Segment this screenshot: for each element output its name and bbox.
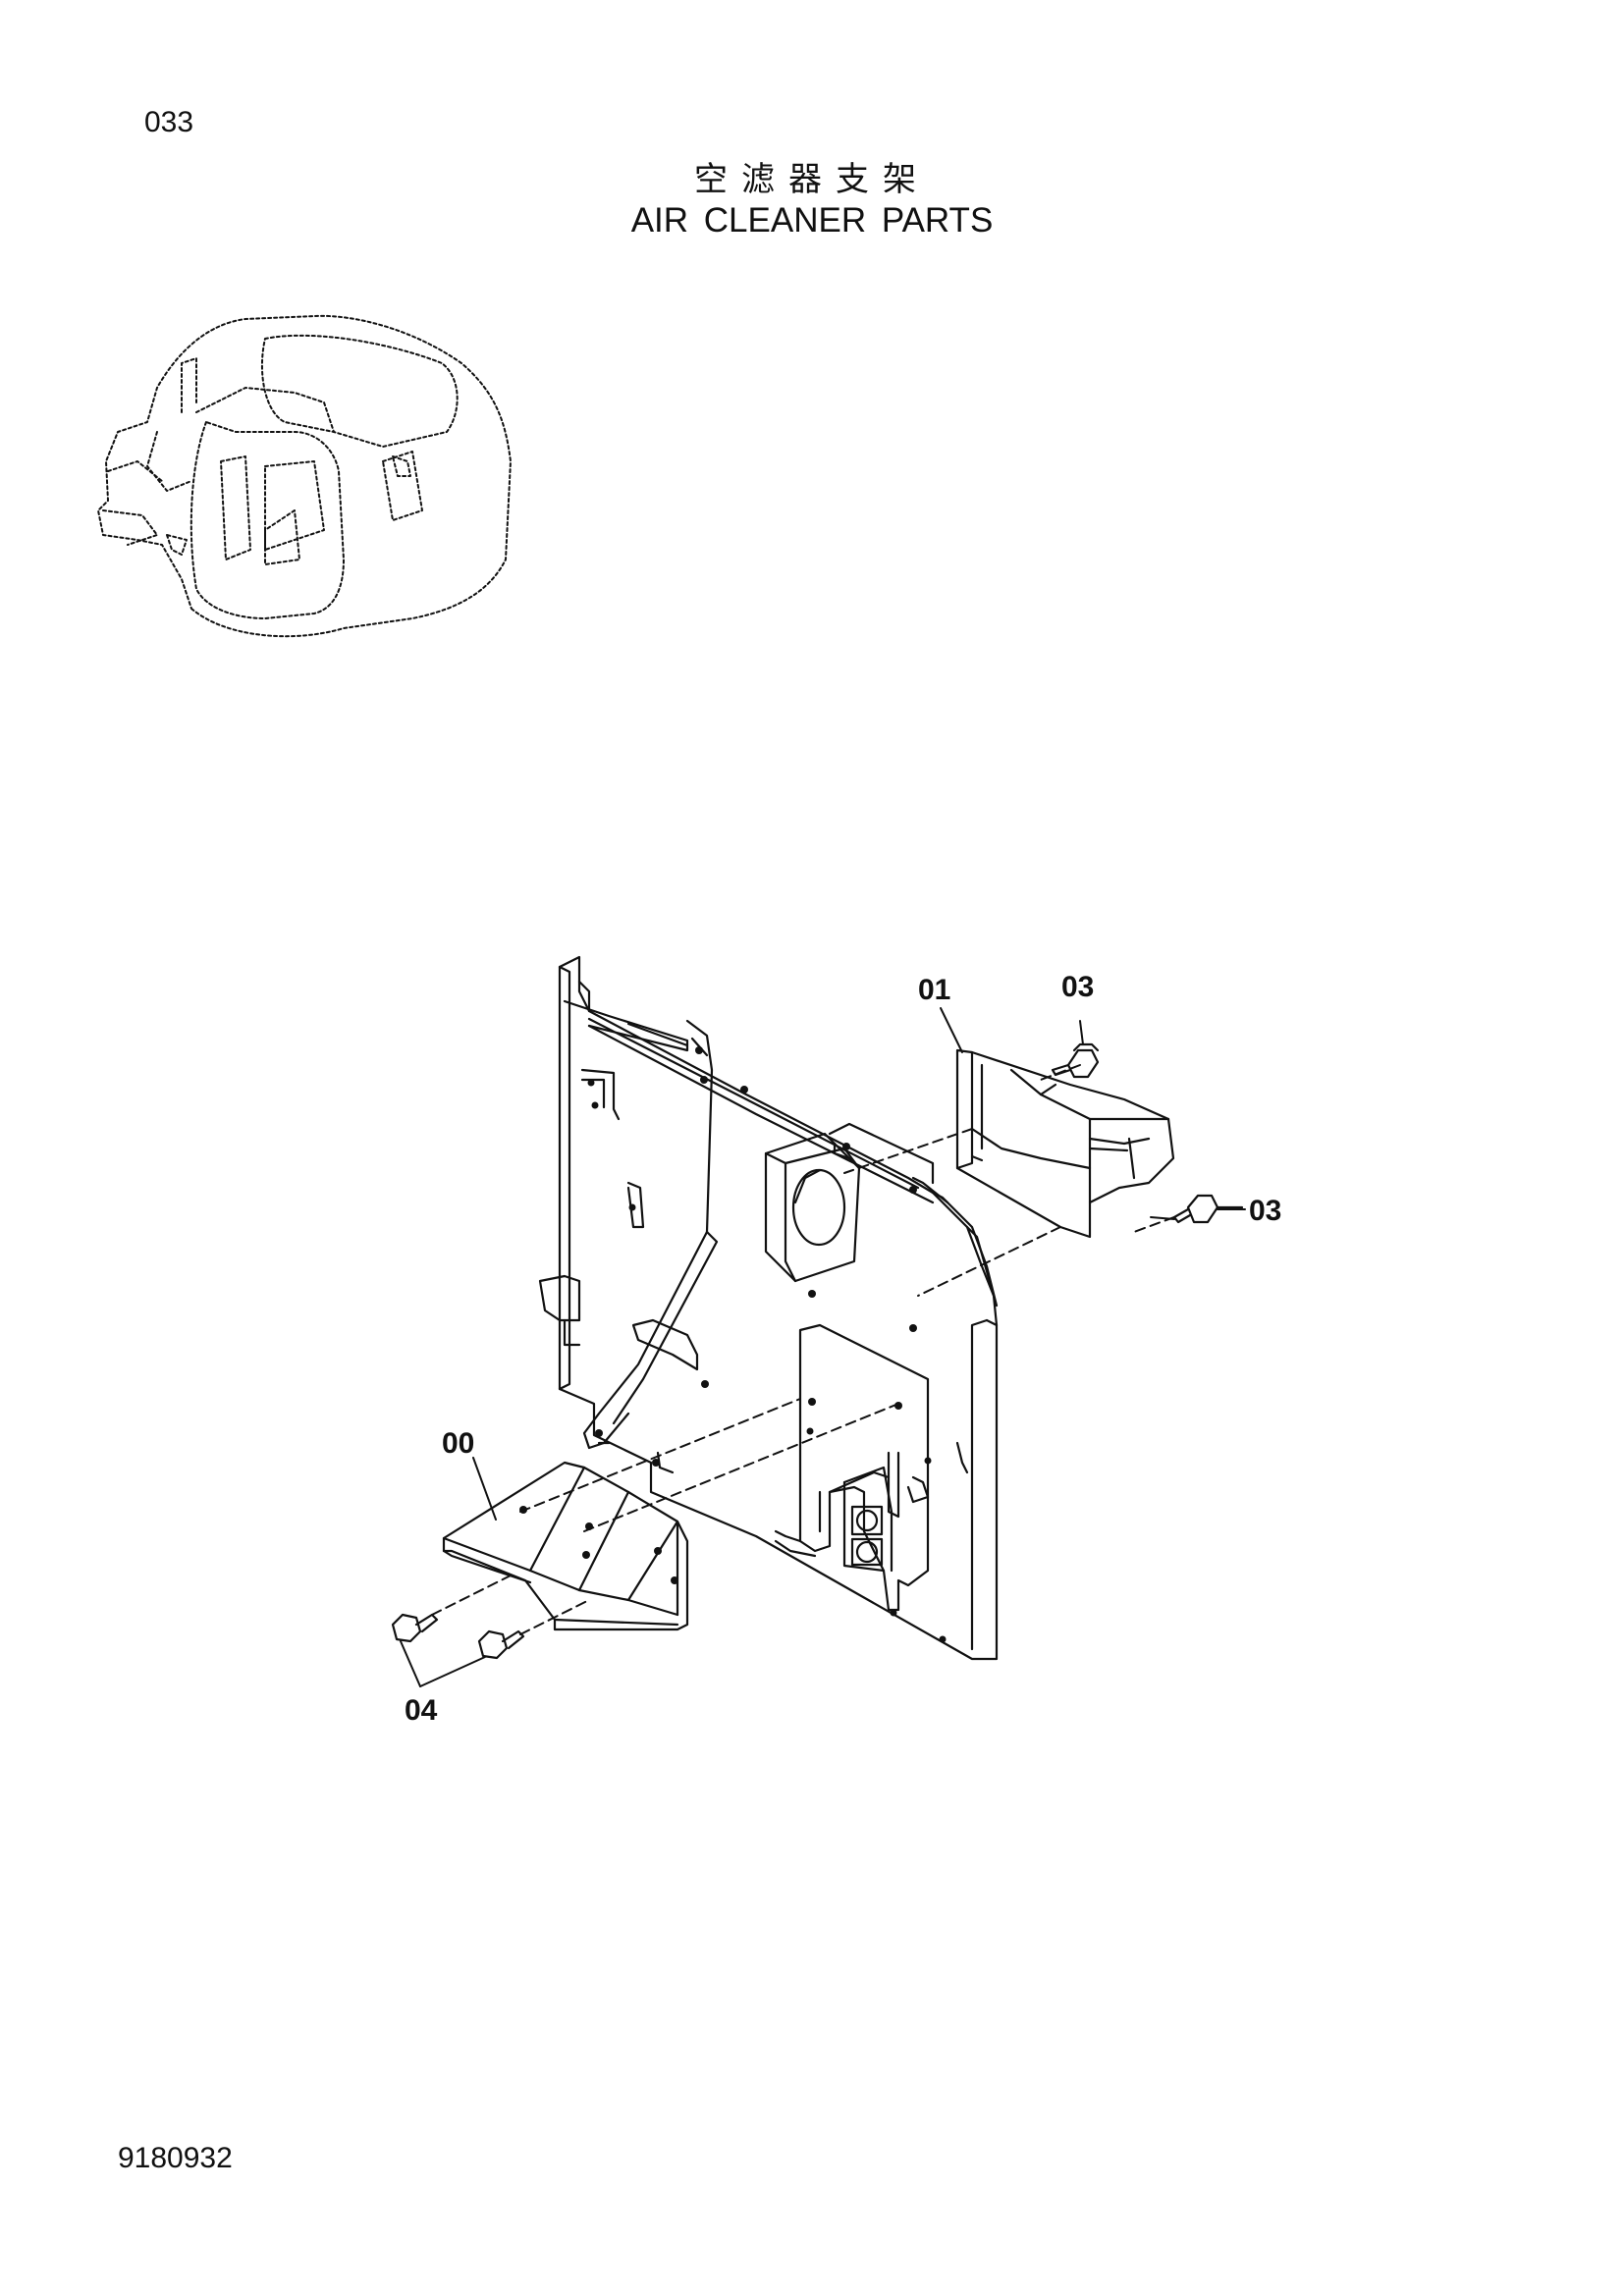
lower-bracket-00 [442, 1461, 689, 1631]
callout-01: 01 [918, 974, 950, 1006]
document-number: 9180932 [118, 2142, 233, 2174]
callout-03-upper: 03 [1061, 971, 1094, 1003]
bolt-04-left [391, 1613, 439, 1643]
title-english: AIR CLEANER PARTS [630, 201, 994, 240]
title-chinese: 空滤器支架 [694, 160, 930, 199]
callout-04: 04 [405, 1694, 438, 1727]
main-bracket-plate [538, 955, 999, 1661]
assembly-lines [431, 1064, 1175, 1635]
plate-holes [587, 1046, 947, 1643]
bolt-03-lower [1172, 1194, 1244, 1224]
air-cleaner-bracket-01 [955, 1048, 1175, 1239]
excavator-locator-icon [97, 314, 512, 638]
page-number: 033 [144, 106, 194, 138]
plate-grommet [764, 1132, 861, 1283]
bolt-04-right [477, 1629, 525, 1660]
callout-00: 00 [442, 1427, 474, 1460]
leader-lines [400, 1007, 1246, 1687]
plate-lower-panel [774, 1323, 930, 1612]
callout-03-lower: 03 [1249, 1195, 1281, 1227]
